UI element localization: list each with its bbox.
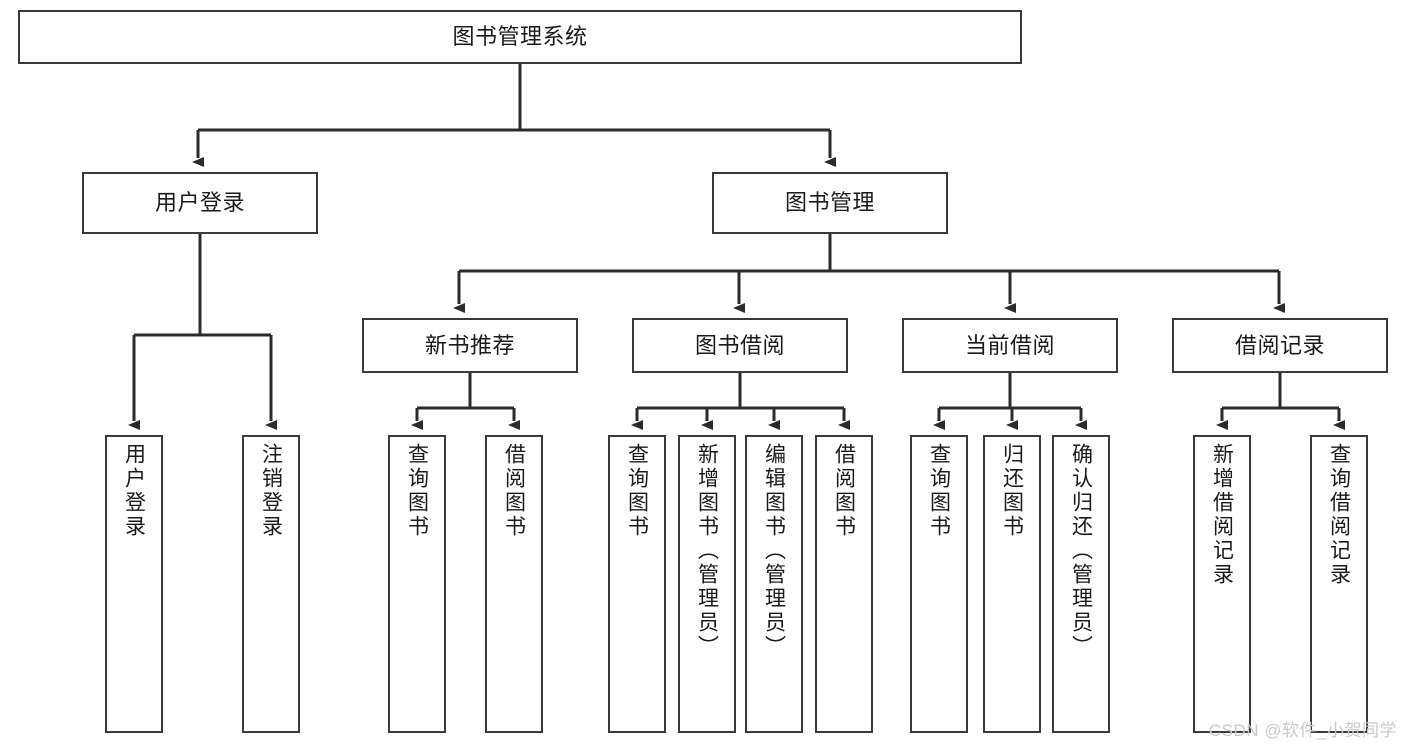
node-label-leaf-confirm-return: 确认归还（管理员）: [1069, 443, 1093, 659]
node-label-book-borrow: 图书借阅: [694, 332, 785, 358]
node-leaf-borrow-book-1[interactable]: 借阅图书: [485, 435, 543, 733]
node-leaf-borrow-book-2[interactable]: 借阅图书: [815, 435, 873, 733]
node-label-root: 图书管理系统: [452, 24, 588, 50]
node-label-user-login: 用户登录: [154, 190, 245, 216]
node-label-current-borrow: 当前借阅: [964, 332, 1055, 358]
node-label-leaf-edit-book: 编辑图书（管理员）: [762, 443, 786, 659]
node-root[interactable]: 图书管理系统: [18, 10, 1022, 64]
node-label-new-book-rec: 新书推荐: [424, 332, 515, 358]
node-label-leaf-user-login: 用户登录: [122, 443, 146, 539]
node-leaf-user-login[interactable]: 用户登录: [105, 435, 163, 733]
node-leaf-add-record[interactable]: 新增借阅记录: [1193, 435, 1251, 733]
node-leaf-return-book[interactable]: 归还图书: [983, 435, 1041, 733]
node-label-leaf-borrow-book-1: 借阅图书: [502, 443, 526, 539]
node-leaf-edit-book[interactable]: 编辑图书（管理员）: [745, 435, 803, 733]
node-label-leaf-return-book: 归还图书: [1000, 443, 1024, 539]
node-label-leaf-query-record: 查询借阅记录: [1327, 443, 1351, 587]
node-label-leaf-query-book-1: 查询图书: [405, 443, 429, 539]
node-label-leaf-query-book-2: 查询图书: [625, 443, 649, 539]
node-label-leaf-add-record: 新增借阅记录: [1210, 443, 1234, 587]
node-borrow-record[interactable]: 借阅记录: [1172, 318, 1388, 373]
connector-lines: [128, 64, 1345, 430]
node-label-leaf-user-logout: 注销登录: [259, 443, 283, 539]
node-user-login[interactable]: 用户登录: [82, 172, 318, 234]
node-leaf-query-book-3[interactable]: 查询图书: [910, 435, 968, 733]
node-leaf-user-logout[interactable]: 注销登录: [242, 435, 300, 733]
node-leaf-confirm-return[interactable]: 确认归还（管理员）: [1052, 435, 1110, 733]
node-label-book-manage: 图书管理: [784, 190, 875, 216]
node-label-leaf-query-book-3: 查询图书: [927, 443, 951, 539]
node-label-leaf-borrow-book-2: 借阅图书: [832, 443, 856, 539]
node-label-borrow-record: 借阅记录: [1234, 332, 1325, 358]
node-new-book-rec[interactable]: 新书推荐: [362, 318, 578, 373]
node-current-borrow[interactable]: 当前借阅: [902, 318, 1118, 373]
node-leaf-query-book-2[interactable]: 查询图书: [608, 435, 666, 733]
node-book-manage[interactable]: 图书管理: [712, 172, 948, 234]
node-leaf-query-record[interactable]: 查询借阅记录: [1310, 435, 1368, 733]
node-label-leaf-add-book: 新增图书（管理员）: [695, 443, 719, 659]
node-leaf-add-book[interactable]: 新增图书（管理员）: [678, 435, 736, 733]
node-book-borrow[interactable]: 图书借阅: [632, 318, 848, 373]
node-leaf-query-book-1[interactable]: 查询图书: [388, 435, 446, 733]
